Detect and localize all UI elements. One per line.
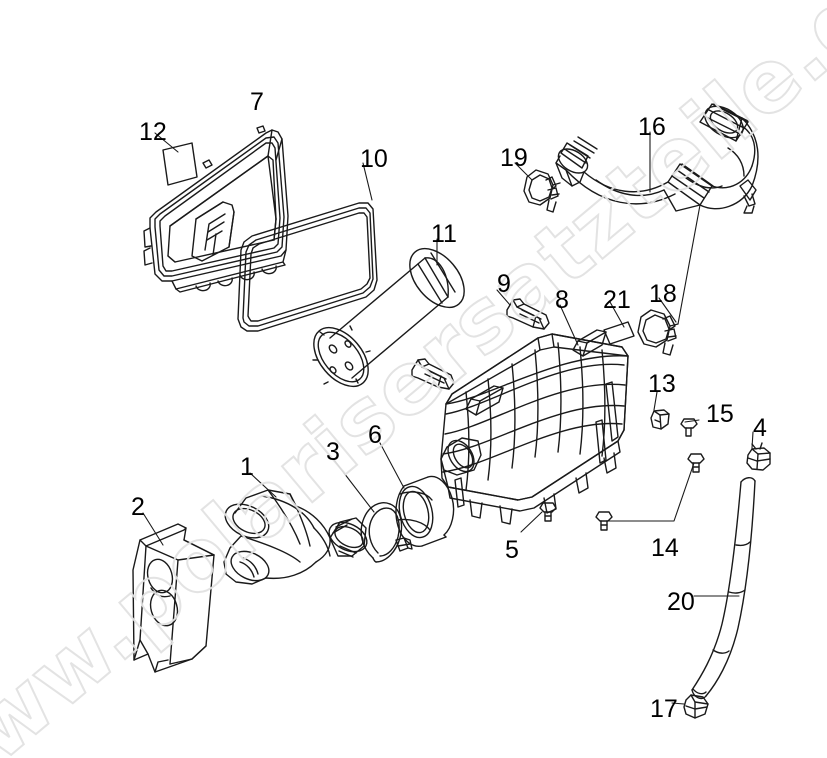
part-drain-clamp [683,694,709,719]
leader-17 [671,702,685,705]
callout-3[interactable]: 3 [326,438,340,466]
leader-18-num [658,297,677,323]
callout-13[interactable]: 13 [648,370,676,398]
callout-21[interactable]: 21 [603,286,631,314]
callout-4[interactable]: 4 [753,414,767,442]
part-intake-hose [555,103,759,214]
callout-18[interactable]: 18 [649,280,677,308]
part-air-filter-element [312,247,465,388]
callout-16[interactable]: 16 [638,113,666,141]
callout-14[interactable]: 14 [651,534,679,562]
leader-2 [142,512,164,546]
callout-17[interactable]: 17 [650,695,678,723]
callout-19[interactable]: 19 [500,144,528,172]
leader-8 [559,304,579,346]
part-hose-clamp-4 [746,442,771,471]
callout-6[interactable]: 6 [368,421,382,449]
callout-9[interactable]: 9 [497,270,511,298]
part-push-rivet [680,418,698,437]
callout-5[interactable]: 5 [505,536,519,564]
leader-9 [496,289,511,306]
part-adapter-collar [395,475,455,547]
part-air-box-cover [143,125,289,293]
leader-13 [653,391,658,411]
part-cover-gasket [237,202,378,332]
callout-10[interactable]: 10 [360,145,388,173]
leader-4 [751,431,754,449]
leader-5 [520,511,543,533]
part-latch-clip [411,298,550,390]
leader-10 [362,162,373,201]
part-foam-seal [603,321,635,345]
callout-12[interactable]: 12 [139,118,167,146]
part-drain-tube [691,477,756,700]
part-hose-clamp-19 [523,169,561,213]
leader-3 [333,459,375,513]
leader-18-hose [677,204,701,325]
leader-1 [249,472,277,498]
leader-21 [609,301,625,328]
part-screw-5 [539,502,557,522]
callout-1[interactable]: 1 [240,453,254,481]
callout-7[interactable]: 7 [250,88,264,116]
part-grommet [650,409,670,430]
part-warning-label [162,142,198,186]
leader-19 [514,162,533,181]
callout-2[interactable]: 2 [131,493,145,521]
part-air-box-housing [440,329,629,525]
part-screw-14 [595,453,705,531]
leader-15 [684,419,700,423]
callout-8[interactable]: 8 [555,286,569,314]
part-air-intake-duct [223,489,368,585]
callout-11[interactable]: 11 [431,220,457,248]
part-hose-clamp-18 [637,309,679,356]
leader-6 [379,442,405,489]
leader-12 [154,132,179,153]
leader-14 [607,462,695,522]
part-clamp-ring [360,502,413,563]
callout-20[interactable]: 20 [667,588,695,616]
part-mounting-plate [132,523,215,673]
callout-15[interactable]: 15 [706,400,734,428]
